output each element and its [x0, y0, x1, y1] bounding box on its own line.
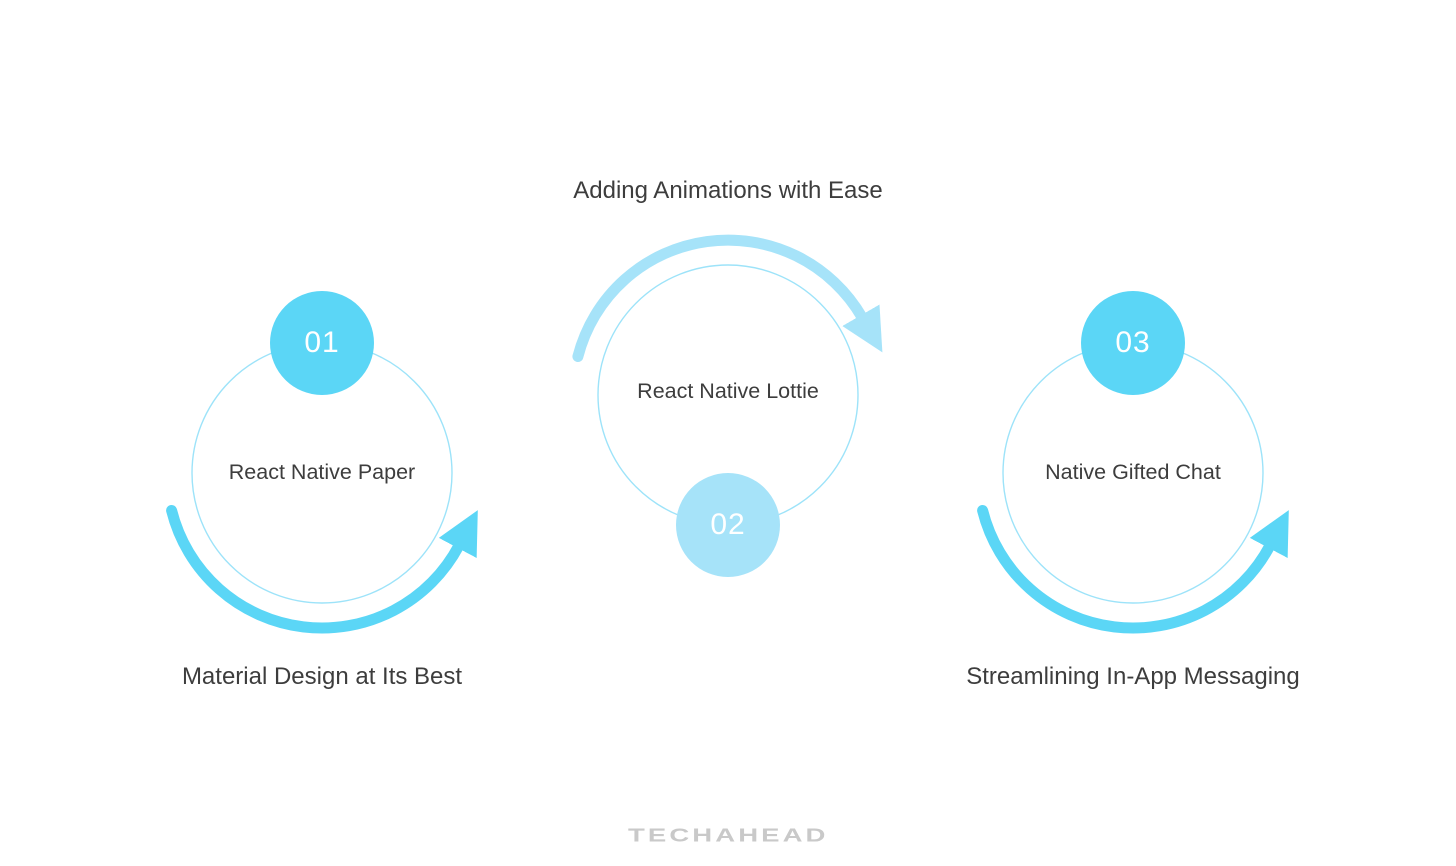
rotation-arrow-arc-step3 [977, 505, 1289, 634]
step-badge-3: 03 [1081, 291, 1185, 395]
step-badge-1: 01 [270, 291, 374, 395]
step-number-2: 02 [710, 508, 746, 541]
caption-step2: Adding Animations with Ease [573, 177, 883, 204]
rotation-arrow-arc-step1 [166, 505, 478, 634]
brand-logo-text: TECHAHEAD [627, 824, 829, 846]
tool-name-label-1: React Native Paper [228, 460, 416, 484]
brand-logo: TECHAHEAD [0, 820, 1456, 851]
step-number-1: 01 [304, 326, 340, 359]
step-badge-2: 02 [676, 473, 780, 577]
caption-step3: Streamlining In-App Messaging [966, 663, 1300, 690]
tool-name-label-2: React Native Lottie [637, 379, 819, 403]
caption-step1: Material Design at Its Best [181, 663, 463, 690]
rotation-arrow-arc-step2 [572, 234, 883, 362]
tool-name-label-3: Native Gifted Chat [1045, 460, 1221, 484]
step-number-3: 03 [1115, 326, 1151, 359]
